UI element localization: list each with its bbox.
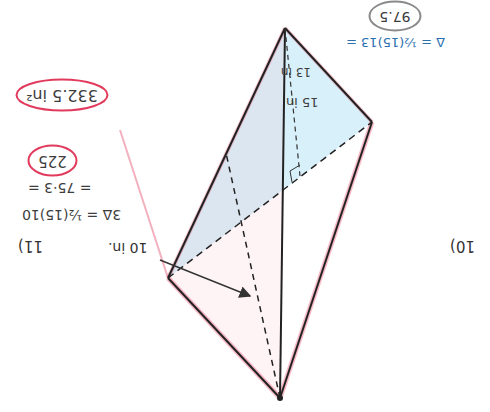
answer-text: 332.5 in² <box>26 86 98 104</box>
problem-number: 10) <box>450 237 475 254</box>
problem-number: 11) <box>18 237 43 254</box>
answer-text: 97.5 <box>379 8 410 23</box>
dimension-label: 13 in <box>281 65 311 78</box>
calculation: = 75·3 = <box>28 180 92 195</box>
dimension-label: 10 in. <box>108 240 147 255</box>
answer-text: 225 <box>38 152 67 169</box>
calculation: Δ = ½(15)13 = <box>346 35 445 49</box>
dimension-label: 15 in <box>286 95 319 109</box>
circled-answer: 225 <box>27 144 78 177</box>
calculation: 3Δ = ½(15)10 <box>22 207 121 222</box>
circled-total: 332.5 in² <box>15 78 109 112</box>
circled-answer: 97.5 <box>368 0 422 32</box>
